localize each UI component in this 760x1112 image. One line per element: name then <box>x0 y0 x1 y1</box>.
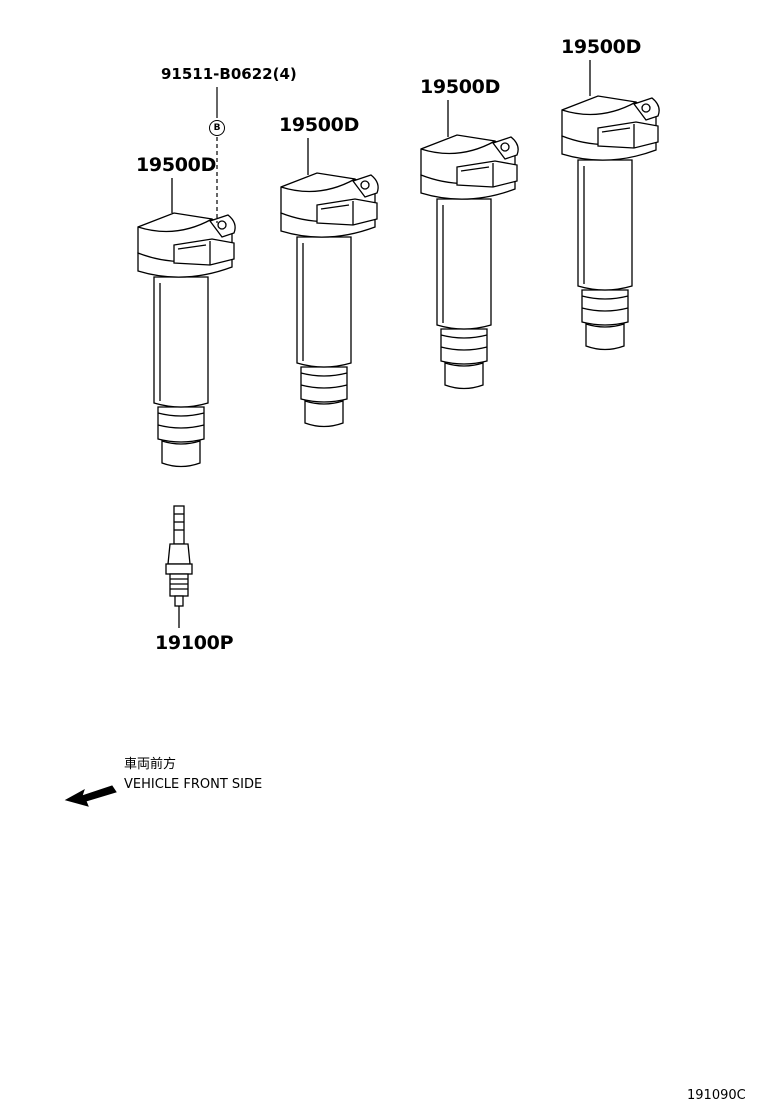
callout-coil-3: 19500D <box>420 76 501 98</box>
front-arrow-icon <box>64 785 117 807</box>
ignition-coil-4 <box>561 95 660 351</box>
front-side-label-japanese: 車両前方 <box>124 757 177 772</box>
callout-coil-2: 19500D <box>279 114 360 136</box>
figure-id: 191090C <box>687 1088 746 1103</box>
callout-spark-plug: 19100P <box>155 632 234 654</box>
front-side-label: VEHICLE FRONT SIDE <box>124 777 263 792</box>
spark-plug <box>165 505 193 607</box>
ignition-coil-2 <box>280 172 379 428</box>
bolt-marker: B <box>209 120 225 136</box>
ignition-coil-1 <box>137 212 236 468</box>
callout-coil-4: 19500D <box>561 36 642 58</box>
ignition-coil-3 <box>420 134 519 390</box>
callout-coil-1: 19500D <box>136 154 217 176</box>
callout-bolt: 91511-B0622(4) <box>161 65 297 83</box>
